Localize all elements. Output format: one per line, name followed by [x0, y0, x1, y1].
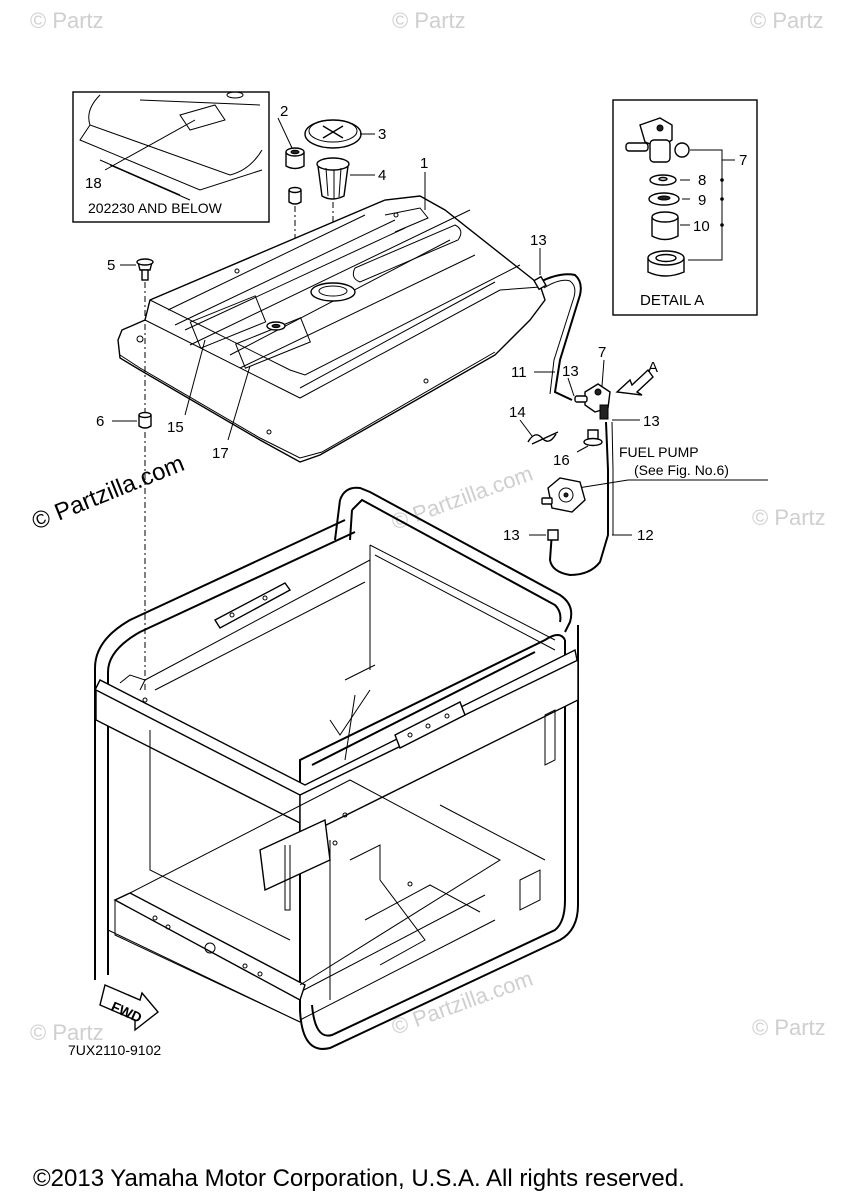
inset-caption: 202230 AND BELOW [88, 200, 223, 216]
cap-and-filter-parts: 2 3 4 [277, 103, 386, 320]
copyright-text: ©2013 Yamaha Motor Corporation, U.S.A. A… [33, 1165, 685, 1192]
arrow-a-label: A [648, 359, 658, 376]
watermark-text: © Partz [30, 8, 104, 33]
callout-12: 12 [637, 527, 654, 544]
callout-13-right: 13 [643, 413, 660, 430]
callout-3: 3 [378, 126, 386, 143]
callout-16: 16 [553, 452, 570, 469]
callout-6: 6 [96, 413, 104, 430]
callout-2: 2 [280, 103, 288, 120]
callout-13-top: 13 [530, 232, 547, 249]
watermark-text: © Partz [30, 1020, 104, 1045]
watermark-text: © Partz [752, 505, 826, 530]
inset-box: 18 202230 AND BELOW [72, 91, 270, 223]
callout-7: 7 [598, 344, 606, 361]
fuel-hose: 13 11 13 [511, 232, 582, 401]
detail-caption: DETAIL A [640, 292, 704, 309]
watermark-text: © Partzilla.com [388, 966, 536, 1040]
watermark-text: © Partz [750, 8, 824, 33]
callout-17: 17 [212, 445, 229, 462]
callout-4: 4 [378, 167, 386, 184]
callout-1: 1 [420, 155, 428, 172]
callout-13-bottom: 13 [503, 527, 520, 544]
detail-callout-8: 8 [698, 172, 706, 189]
fuel-cock: 7 A 13 [574, 344, 660, 430]
bolt-and-damper: 5 6 [96, 257, 154, 690]
watermark-text: © Partz [752, 1015, 826, 1040]
clip-and-bolt: 14 16 [509, 404, 603, 469]
callout-11: 11 [511, 364, 527, 381]
detail-a-box: 7 8 9 10 DETAIL A [612, 99, 758, 316]
callout-18: 18 [85, 175, 102, 192]
callout-14: 14 [509, 404, 526, 421]
diagram-code: 7UX2110-9102 [68, 1042, 161, 1058]
fuel-pump: FUEL PUMP (See Fig. No.6) 13 12 [503, 421, 768, 577]
callout-5: 5 [107, 257, 115, 274]
fwd-arrow: FWD [99, 984, 160, 1032]
detail-callout-10: 10 [693, 218, 710, 235]
fuel-pump-title: FUEL PUMP [619, 444, 699, 460]
callout-15: 15 [167, 419, 184, 436]
fuel-pump-ref: (See Fig. No.6) [634, 462, 729, 478]
detail-callout-7: 7 [739, 152, 747, 169]
frame [94, 486, 579, 1050]
watermark-text: © Partzilla.com [388, 461, 536, 535]
detail-callout-9: 9 [698, 192, 706, 209]
callout-13-mid: 13 [562, 363, 579, 380]
watermark-text: © Partz [392, 8, 466, 33]
fuel-tank: 1 15 17 [117, 155, 546, 463]
watermark-main: © Partzilla.com [28, 450, 188, 536]
